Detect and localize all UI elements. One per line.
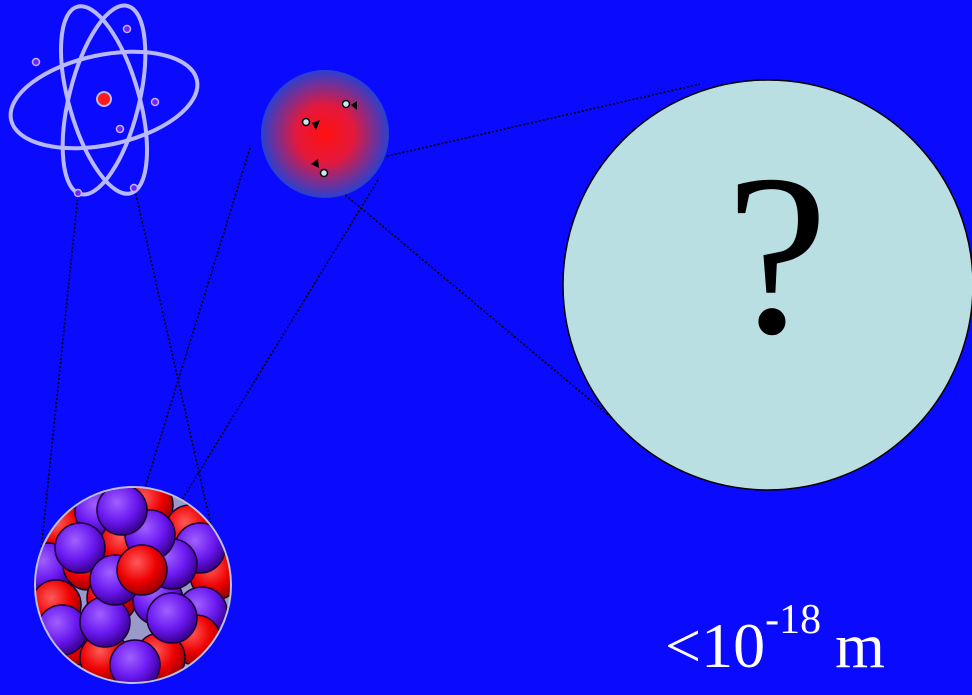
electron-orbit [59, 4, 149, 196]
neutron [96, 488, 148, 536]
zoom-leader-lines [37, 83, 701, 601]
atom-nucleus [96, 91, 112, 107]
neutron [54, 522, 106, 574]
scale-exponent: -18 [765, 597, 822, 643]
quark [311, 159, 329, 178]
quark [341, 99, 357, 110]
unknown-structure-question-mark: ? [725, 127, 829, 382]
neutron [36, 604, 88, 656]
leader-line [323, 176, 621, 426]
leader-line [113, 147, 251, 589]
atom-icon [8, 3, 200, 198]
electron [150, 97, 160, 107]
scale-unit: m [835, 610, 885, 681]
leader-line [37, 194, 79, 581]
electron [115, 124, 125, 134]
nucleon-icon [261, 70, 389, 198]
nucleon-sphere [261, 70, 389, 198]
quark [301, 117, 320, 130]
neutron [109, 639, 161, 682]
proton [116, 544, 168, 596]
scale-label: <10-18 m [665, 597, 885, 694]
electron [129, 183, 139, 193]
electron [122, 24, 132, 34]
electron [73, 188, 83, 198]
zoom-callout-circle [562, 79, 972, 491]
scale-prefix: <10 [665, 610, 766, 681]
neutron [146, 592, 198, 644]
electron-orbit [8, 49, 200, 151]
electron [31, 57, 41, 67]
leader-line [339, 83, 701, 168]
